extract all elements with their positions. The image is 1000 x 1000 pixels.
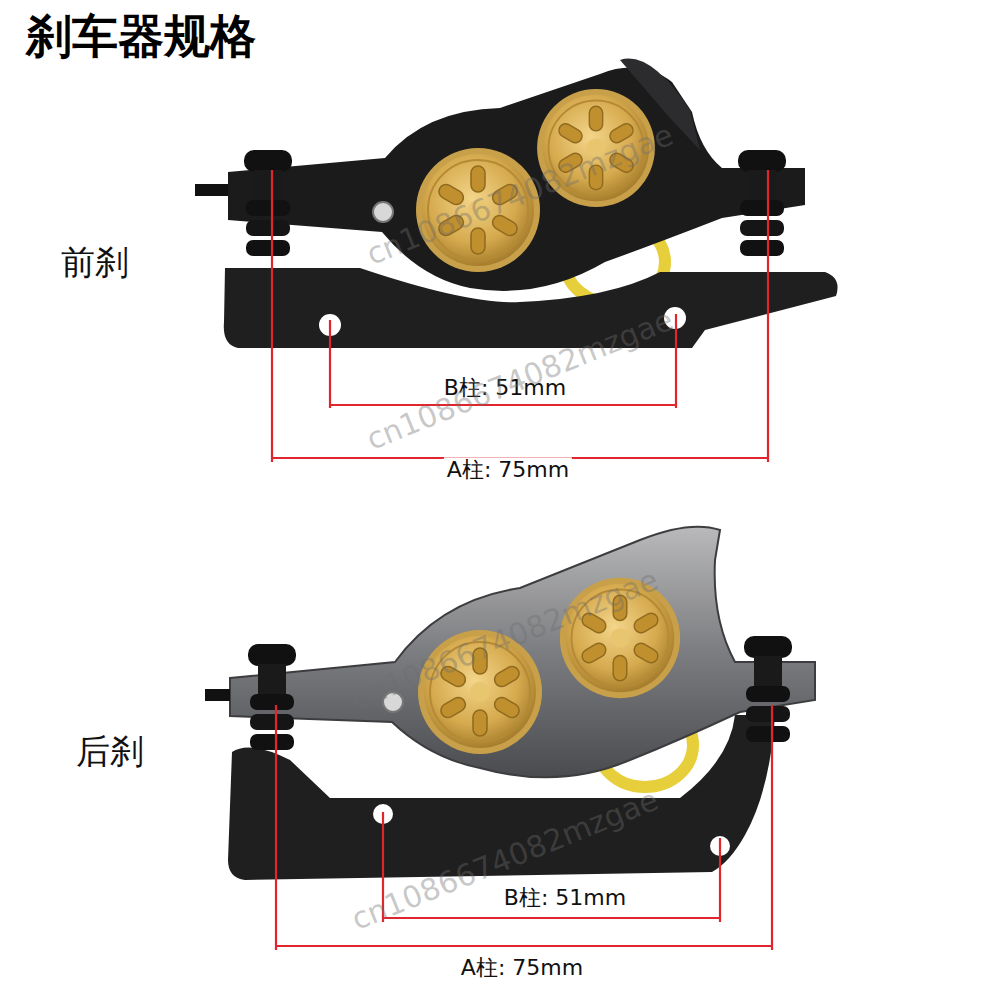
dimension-label: B柱: 51mm <box>501 885 629 910</box>
side-label: 后刹 <box>76 732 144 771</box>
dimension-label: A柱: 75mm <box>444 457 572 482</box>
page-title: 刹车器规格 <box>26 10 256 63</box>
rear-caliper <box>205 527 815 880</box>
dimension-lines <box>272 170 772 950</box>
dimension-label: A柱: 75mm <box>458 955 586 980</box>
front-caliper <box>195 59 838 348</box>
side-label: 前刹 <box>61 243 129 282</box>
